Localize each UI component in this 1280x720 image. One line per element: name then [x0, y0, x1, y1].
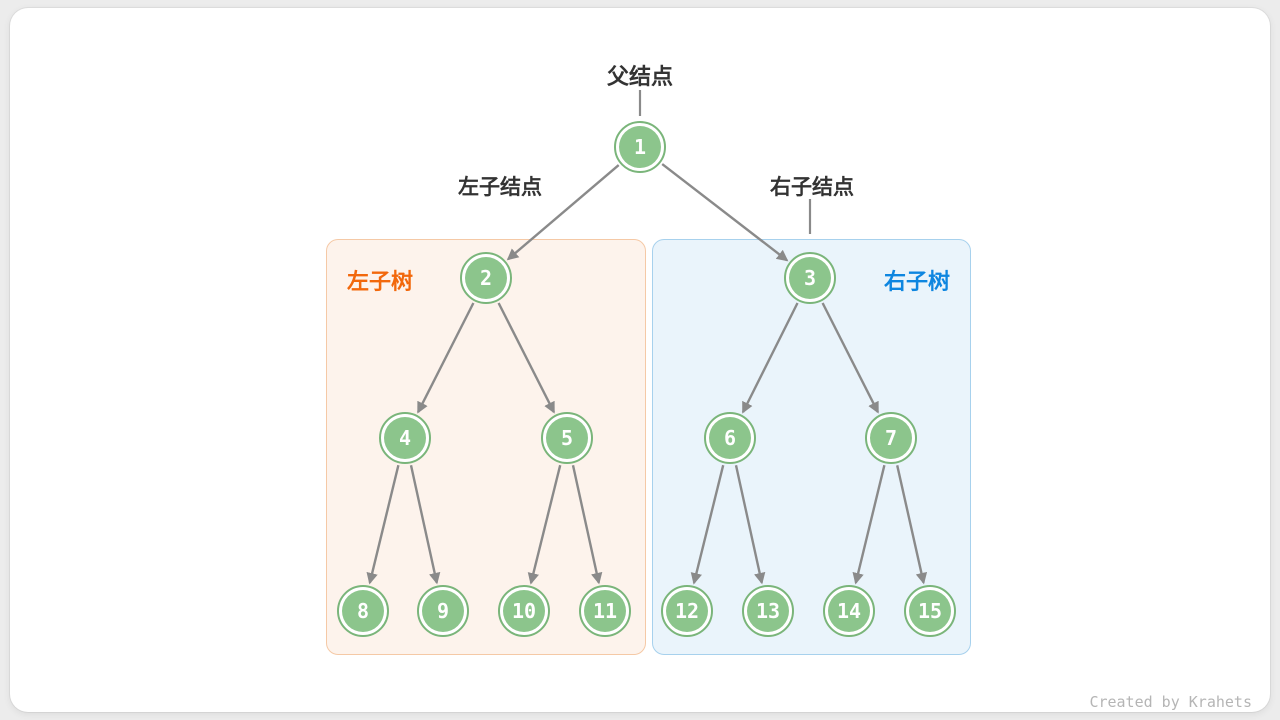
tree-node-9: 9 [417, 585, 469, 637]
left-subtree-box: 左子树 [326, 239, 646, 655]
parent-node-label: 父结点 [606, 65, 674, 90]
tree-node-14: 14 [823, 585, 875, 637]
tree-node-disk: 6 [709, 417, 751, 459]
tree-node-disk: 12 [666, 590, 708, 632]
left-subtree-label: 左子树 [347, 270, 414, 295]
node-value: 12 [674, 599, 700, 623]
tree-node-10: 10 [498, 585, 550, 637]
tree-node-8: 8 [337, 585, 389, 637]
tree-node-disk: 5 [546, 417, 588, 459]
node-value: 2 [479, 266, 493, 290]
tree-node-disk: 11 [584, 590, 626, 632]
tree-node-6: 6 [704, 412, 756, 464]
tree-node-3: 3 [784, 252, 836, 304]
watermark-credit: Created by Krahets [1089, 693, 1252, 711]
tree-node-disk: 15 [909, 590, 951, 632]
tree-node-disk: 1 [619, 126, 661, 168]
node-value: 5 [560, 426, 574, 450]
node-value: 4 [398, 426, 412, 450]
tree-node-15: 15 [904, 585, 956, 637]
tree-node-4: 4 [379, 412, 431, 464]
tree-node-2: 2 [460, 252, 512, 304]
tree-node-disk: 7 [870, 417, 912, 459]
node-value: 6 [723, 426, 737, 450]
node-value: 3 [803, 266, 817, 290]
node-value: 14 [836, 599, 862, 623]
tree-node-disk: 10 [503, 590, 545, 632]
tree-node-7: 7 [865, 412, 917, 464]
tree-node-disk: 14 [828, 590, 870, 632]
tree-node-disk: 3 [789, 257, 831, 299]
tree-node-disk: 2 [465, 257, 507, 299]
tree-node-13: 13 [742, 585, 794, 637]
tree-node-5: 5 [541, 412, 593, 464]
node-value: 11 [592, 599, 618, 623]
tree-node-disk: 4 [384, 417, 426, 459]
tree-node-disk: 8 [342, 590, 384, 632]
tree-node-disk: 13 [747, 590, 789, 632]
right-subtree-label: 右子树 [883, 270, 950, 295]
node-value: 13 [755, 599, 781, 623]
node-value: 15 [917, 599, 943, 623]
node-value: 9 [436, 599, 450, 623]
right-child-node-label: 右子结点 [770, 175, 854, 199]
node-value: 8 [356, 599, 370, 623]
node-value: 1 [633, 135, 647, 159]
tree-node-12: 12 [661, 585, 713, 637]
node-value: 10 [511, 599, 537, 623]
tree-node-1: 1 [614, 121, 666, 173]
tree-node-disk: 9 [422, 590, 464, 632]
left-child-node-label: 左子结点 [458, 175, 542, 199]
tree-node-11: 11 [579, 585, 631, 637]
node-value: 7 [884, 426, 898, 450]
